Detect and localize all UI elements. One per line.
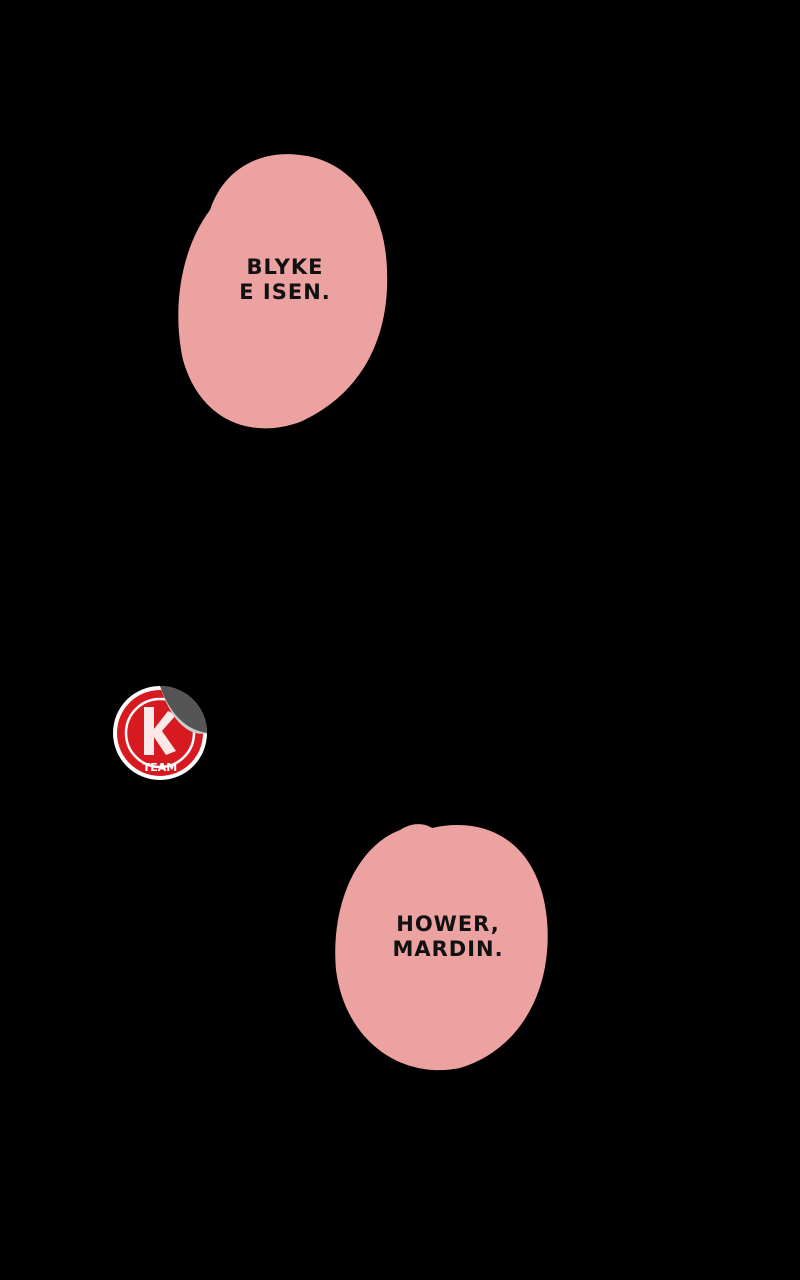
watermark-text: TEAM (143, 761, 177, 774)
sticker-logo-icon: TEAM (113, 686, 207, 780)
speech-line: BLYKE (246, 255, 324, 279)
speech-bubble-top (178, 154, 388, 429)
speech-text-bottom: HOWER, MARDIN. (373, 912, 523, 962)
speech-line: E ISEN. (239, 280, 331, 304)
speech-bubble-bottom (335, 824, 548, 1071)
speech-line: MARDIN. (392, 937, 504, 961)
speech-text-top: BLYKE E ISEN. (210, 255, 360, 305)
speech-line: HOWER, (396, 912, 500, 936)
